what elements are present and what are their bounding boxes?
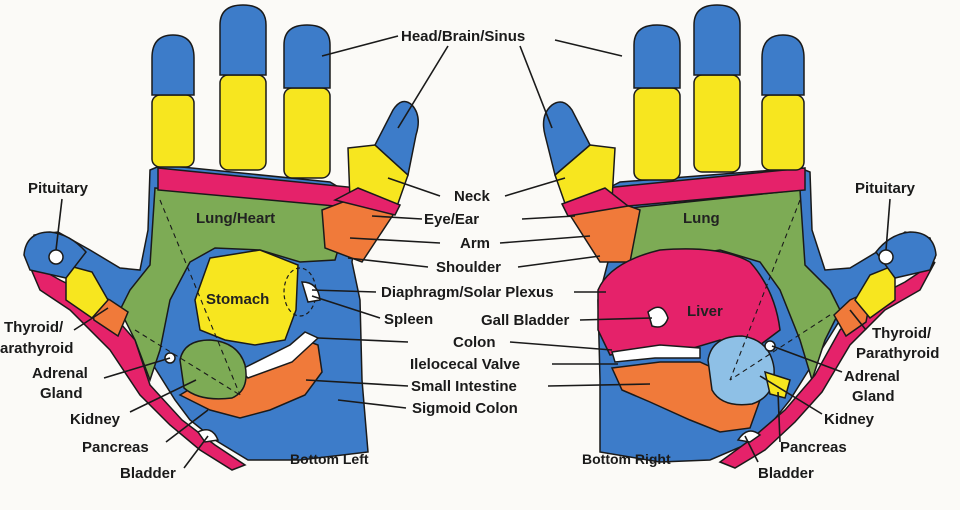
label-gall-bladder: Gall Bladder: [481, 312, 570, 329]
right-eye-ear-band: [560, 187, 630, 217]
left-dashed-line-2: [134, 329, 241, 396]
right-liver: [597, 248, 781, 356]
right-gall-bladder-white: [647, 306, 669, 328]
labels: Head/Brain/Sinus Neck Eye/Ear Arm Should…: [0, 28, 939, 482]
label-pituitary-left: Pituitary: [28, 180, 89, 197]
label-adrenal-left-2: Gland: [40, 385, 83, 402]
caption-bottom-right: Bottom Right: [582, 451, 671, 467]
label-adrenal-right-1: Adrenal: [844, 368, 900, 385]
right-colon-white: [611, 344, 701, 363]
zone-label-lung: Lung: [683, 210, 720, 227]
zone-label-stomach: Stomach: [206, 291, 269, 308]
label-arm: Arm: [460, 235, 490, 252]
left-bladder-white: [196, 429, 220, 443]
label-shoulder: Shoulder: [436, 259, 501, 276]
right-finger-pinky: [761, 34, 805, 171]
right-adrenal-dot: [764, 340, 776, 352]
label-neck: Neck: [454, 188, 491, 205]
left-finger-pinky: [151, 34, 195, 168]
label-eye-ear: Eye/Ear: [424, 211, 479, 228]
label-bladder-right: Bladder: [758, 465, 814, 482]
leader-lines: [55, 35, 891, 469]
right-bladder-white: [736, 430, 762, 443]
left-thumb: [23, 231, 247, 471]
right-pancreas-yellow: [763, 370, 791, 399]
left-stomach: [194, 249, 299, 346]
right-kidney: [707, 335, 775, 406]
label-spleen: Spleen: [384, 311, 433, 328]
caption-bottom-left: Bottom Left: [290, 451, 369, 467]
left-hand: [23, 4, 419, 471]
label-adrenal-right-2: Gland: [852, 388, 895, 405]
right-dashed-line-2: [729, 314, 831, 381]
label-pancreas-right: Pancreas: [780, 439, 847, 456]
label-colon: Colon: [453, 334, 496, 351]
label-bladder-left: Bladder: [120, 465, 176, 482]
right-finger-ring: [693, 4, 741, 173]
label-diaphragm-solar-plexus: Diaphragm/Solar Plexus: [381, 284, 554, 301]
label-head-brain-sinus: Head/Brain/Sinus: [401, 28, 525, 45]
label-pituitary-right: Pituitary: [855, 180, 916, 197]
label-small-intestine: Small Intestine: [411, 378, 517, 395]
left-dashed-line-1: [159, 199, 241, 396]
label-kidney-right: Kidney: [824, 411, 875, 428]
label-thyroid-right-1: Thyroid/: [872, 325, 932, 342]
label-ileocecal-valve: Ilelocecal Valve: [410, 356, 520, 373]
zone-label-lung-heart: Lung/Heart: [196, 210, 275, 227]
label-sigmoid-colon: Sigmoid Colon: [412, 400, 518, 417]
label-thyroid-left-1: Thyroid/: [4, 319, 64, 336]
left-finger-ring: [219, 4, 267, 171]
label-kidney-left: Kidney: [70, 411, 121, 428]
zone-label-liver: Liver: [687, 303, 723, 320]
label-adrenal-left-1: Adrenal: [32, 365, 88, 382]
right-finger-middle: [633, 24, 681, 181]
left-eye-ear-band: [332, 187, 402, 216]
label-thyroid-left-2: arathyroid: [0, 340, 73, 357]
right-hand: [542, 4, 937, 469]
right-thumb: [718, 231, 937, 469]
label-pancreas-left: Pancreas: [82, 439, 149, 456]
left-kidney: [179, 339, 247, 400]
label-thyroid-right-2: Parathyroid: [856, 345, 939, 362]
left-finger-middle: [283, 24, 331, 179]
